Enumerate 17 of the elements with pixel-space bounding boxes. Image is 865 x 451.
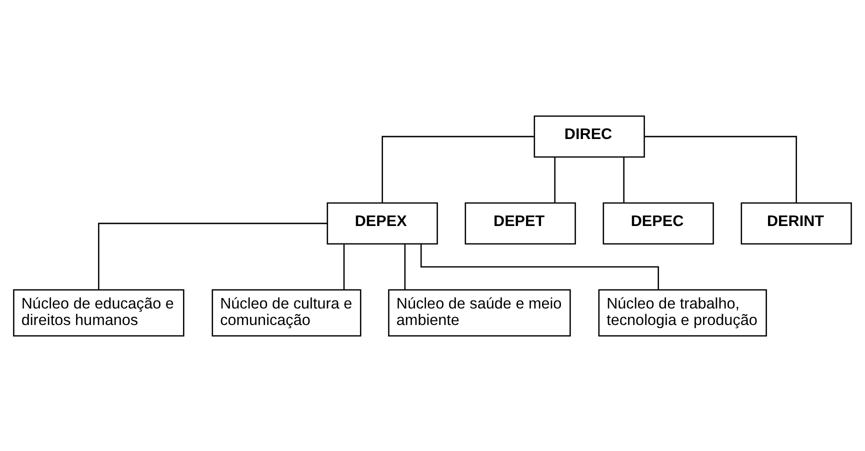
node-box: Núcleo de trabalho, tecnologia e produção (598, 288, 767, 336)
node-box: DEPEC (602, 202, 714, 244)
connector (644, 135, 797, 202)
node-box: DERINT (740, 202, 852, 244)
node-box: Núcleo de educação e direitos humanos (13, 288, 184, 336)
node-box: DIREC (534, 114, 645, 158)
connector (404, 244, 406, 290)
node-box: DEPEX (326, 202, 438, 244)
connector (98, 222, 328, 290)
node-box: Núcleo de saúde e meio ambiente (388, 288, 571, 336)
connector (554, 156, 556, 202)
connector (420, 244, 659, 289)
connector (382, 135, 534, 202)
connector (343, 244, 345, 290)
connector (623, 156, 624, 202)
node-box: DEPET (464, 202, 576, 244)
node-box: Núcleo de cultura e comunicação (212, 288, 362, 336)
